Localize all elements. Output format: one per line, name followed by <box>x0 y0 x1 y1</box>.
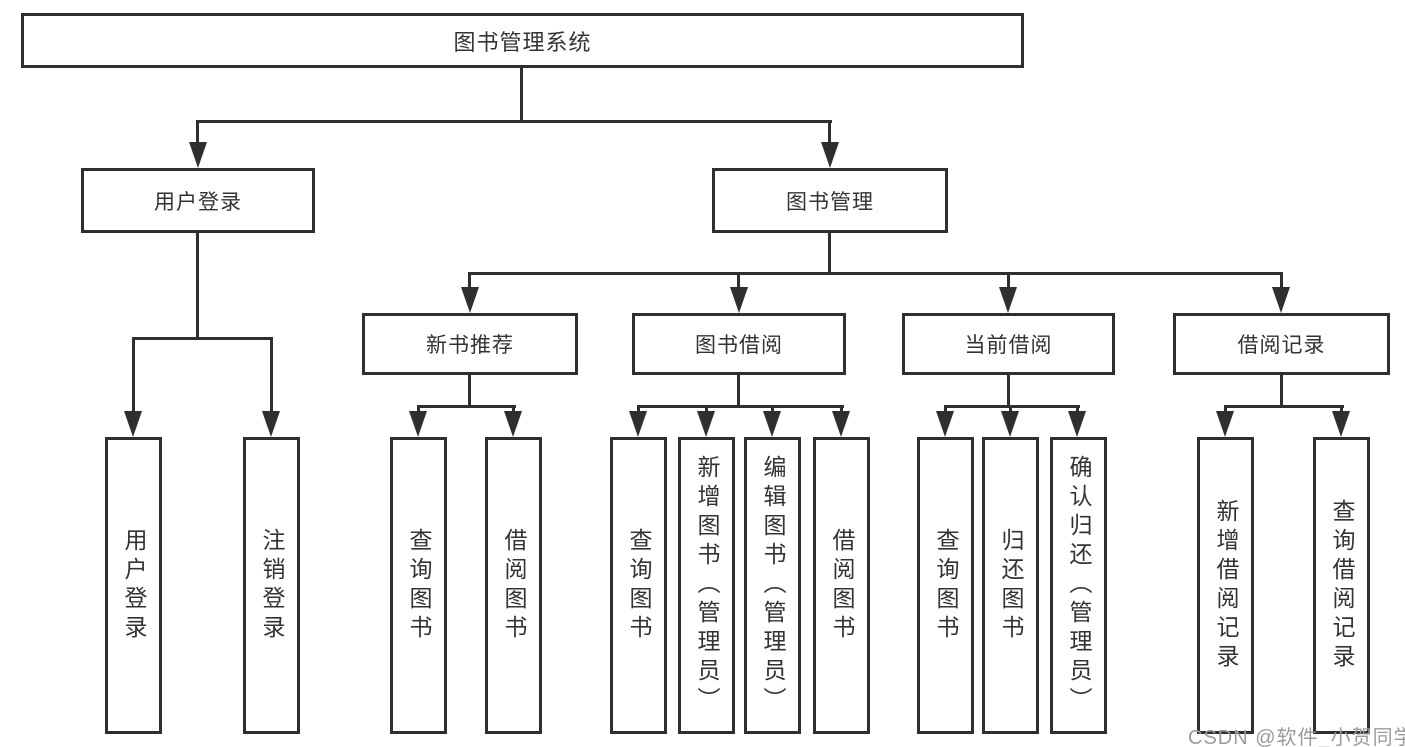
node-book-management: 图书管理 <box>712 168 948 233</box>
arrowhead-icon <box>1272 287 1290 313</box>
connector-vline <box>828 233 831 275</box>
leaf-label: 编辑图书（管理员） <box>760 455 786 716</box>
leaf-borrow-books-2: 借阅图书 <box>813 437 870 734</box>
arrowhead-icon <box>832 411 850 437</box>
arrowhead-icon <box>697 411 715 437</box>
leaf-label: 确认归还（管理员） <box>1066 455 1092 716</box>
leaf-query-books-2: 查询图书 <box>610 437 667 734</box>
connector-vline <box>132 337 135 414</box>
leaf-label: 借阅图书 <box>829 527 855 644</box>
node-label: 当前借阅 <box>964 334 1053 357</box>
leaf-label: 注销登录 <box>259 527 285 644</box>
connector-vline <box>840 405 843 413</box>
node-root: 图书管理系统 <box>21 13 1024 68</box>
arrowhead-icon <box>629 411 647 437</box>
leaf-label: 借阅图书 <box>501 527 527 644</box>
connector-vline <box>737 272 740 290</box>
node-label: 用户登录 <box>154 190 242 214</box>
connector-vline <box>828 120 831 145</box>
leaf-label: 查询图书 <box>626 527 652 644</box>
connector-vline <box>270 337 273 414</box>
arrowhead-icon <box>1001 411 1019 437</box>
leaf-add-borrow-record: 新增借阅记录 <box>1197 437 1254 734</box>
connector-hline <box>637 405 844 408</box>
connector-vline <box>417 405 420 413</box>
connector-vline <box>1009 405 1012 413</box>
node-user-login: 用户登录 <box>81 168 315 233</box>
arrowhead-icon <box>763 411 781 437</box>
leaf-label: 新增借阅记录 <box>1213 498 1239 673</box>
leaf-label: 查询图书 <box>406 527 432 644</box>
arrowhead-icon <box>409 411 427 437</box>
arrowhead-icon <box>1332 411 1350 437</box>
arrowhead-icon <box>124 411 142 437</box>
leaf-edit-books-admin: 编辑图书（管理员） <box>744 437 801 734</box>
arrowhead-icon <box>936 411 954 437</box>
connector-vline <box>1280 272 1283 290</box>
connector-vline <box>1280 375 1283 408</box>
node-new-book-recommendation: 新书推荐 <box>362 313 578 375</box>
leaf-label: 查询图书 <box>933 527 959 644</box>
connector-vline <box>944 405 947 413</box>
arrowhead-icon <box>730 287 748 313</box>
node-book-borrowing: 图书借阅 <box>632 313 846 375</box>
arrowhead-icon <box>999 287 1017 313</box>
leaf-add-books-admin: 新增图书（管理员） <box>678 437 735 734</box>
connector-vline <box>1224 405 1227 413</box>
connector-vline <box>520 68 523 123</box>
arrowhead-icon <box>1068 411 1086 437</box>
connector-hline <box>196 120 832 123</box>
leaf-query-books-1: 查询图书 <box>390 437 447 734</box>
node-label: 借阅记录 <box>1237 334 1326 357</box>
arrowhead-icon <box>504 411 522 437</box>
node-current-borrowing: 当前借阅 <box>902 313 1115 375</box>
connector-vline <box>468 272 471 290</box>
node-borrowing-records: 借阅记录 <box>1173 313 1390 375</box>
connector-vline <box>1007 375 1010 408</box>
connector-vline <box>737 375 740 408</box>
leaf-label: 用户登录 <box>121 527 147 644</box>
connector-hline <box>468 272 1283 275</box>
node-label: 图书借阅 <box>695 334 783 357</box>
leaf-label: 新增图书（管理员） <box>694 455 720 716</box>
arrowhead-icon <box>821 142 839 168</box>
leaf-query-borrow-record: 查询借阅记录 <box>1313 437 1370 734</box>
leaf-query-books-3: 查询图书 <box>917 437 974 734</box>
connector-vline <box>196 120 199 145</box>
node-label: 图书管理 <box>786 190 874 214</box>
arrowhead-icon <box>461 287 479 313</box>
node-label: 新书推荐 <box>426 334 514 357</box>
connector-hline <box>944 405 1080 408</box>
connector-hline <box>132 337 273 340</box>
connector-vline <box>1076 405 1079 413</box>
connector-vline <box>705 405 708 413</box>
leaf-logout: 注销登录 <box>243 437 300 734</box>
leaf-borrow-books-1: 借阅图书 <box>485 437 542 734</box>
leaf-return-books: 归还图书 <box>982 437 1039 734</box>
connector-vline <box>1340 405 1343 413</box>
leaf-user-login: 用户登录 <box>105 437 162 734</box>
arrowhead-icon <box>262 411 280 437</box>
arrowhead-icon <box>189 142 207 168</box>
leaf-label: 归还图书 <box>998 527 1024 644</box>
connector-vline <box>196 233 199 340</box>
connector-vline <box>637 405 640 413</box>
connector-vline <box>1007 272 1010 290</box>
connector-vline <box>468 375 471 408</box>
node-root-label: 图书管理系统 <box>453 29 592 55</box>
connector-vline <box>771 405 774 413</box>
connector-hline <box>1224 405 1344 408</box>
connector-hline <box>417 405 516 408</box>
connector-vline <box>512 405 515 413</box>
leaf-confirm-return-admin: 确认归还（管理员） <box>1050 437 1107 734</box>
arrowhead-icon <box>1216 411 1234 437</box>
csdn-watermark: CSDN @软件_小贺同学 <box>1188 727 1405 747</box>
leaf-label: 查询借阅记录 <box>1329 498 1355 673</box>
